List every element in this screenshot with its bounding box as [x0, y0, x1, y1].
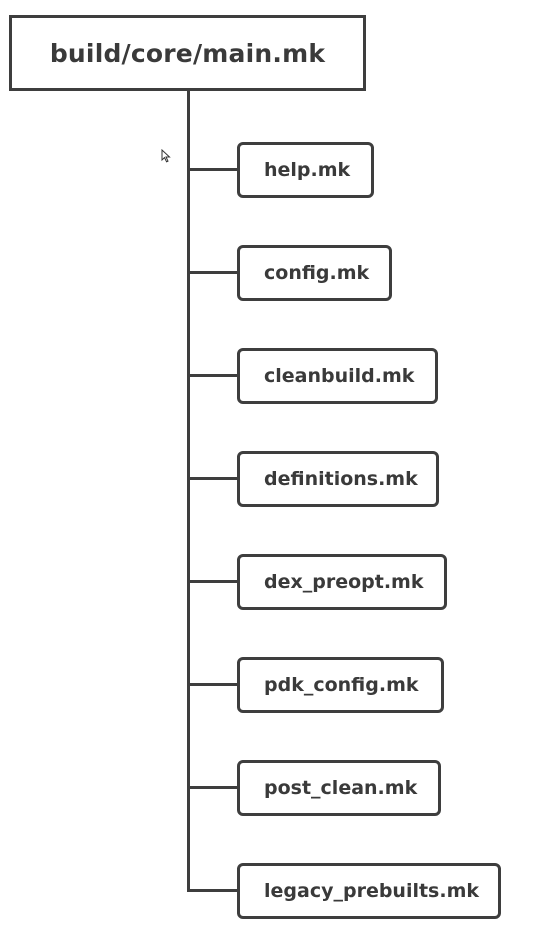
tree-trunk-line: [187, 91, 190, 891]
child-node-label: legacy_prebuilts.mk: [264, 880, 480, 902]
child-node-label: help.mk: [264, 159, 351, 181]
root-node: build/core/main.mk: [9, 15, 366, 91]
child-node-cleanbuild: cleanbuild.mk: [237, 348, 438, 404]
branch-connector: [187, 168, 239, 171]
branch-connector: [187, 786, 239, 789]
mouse-pointer-icon: [161, 149, 171, 163]
child-node-pdk-config: pdk_config.mk: [237, 657, 444, 713]
child-node-config: config.mk: [237, 245, 392, 301]
root-node-label: build/core/main.mk: [49, 38, 326, 68]
branch-connector: [187, 889, 239, 892]
child-node-label: config.mk: [264, 262, 370, 284]
child-node-label: definitions.mk: [264, 468, 418, 490]
branch-connector: [187, 477, 239, 480]
child-node-post-clean: post_clean.mk: [237, 760, 441, 816]
child-node-legacy-prebuilts: legacy_prebuilts.mk: [237, 863, 501, 919]
branch-connector: [187, 580, 239, 583]
child-node-label: cleanbuild.mk: [264, 365, 415, 387]
child-node-label: dex_preopt.mk: [264, 571, 424, 593]
branch-connector: [187, 374, 239, 377]
child-node-help: help.mk: [237, 142, 374, 198]
child-node-dex-preopt: dex_preopt.mk: [237, 554, 447, 610]
child-node-label: post_clean.mk: [264, 777, 418, 799]
branch-connector: [187, 683, 239, 686]
child-node-definitions: definitions.mk: [237, 451, 439, 507]
child-node-label: pdk_config.mk: [264, 674, 419, 696]
branch-connector: [187, 271, 239, 274]
